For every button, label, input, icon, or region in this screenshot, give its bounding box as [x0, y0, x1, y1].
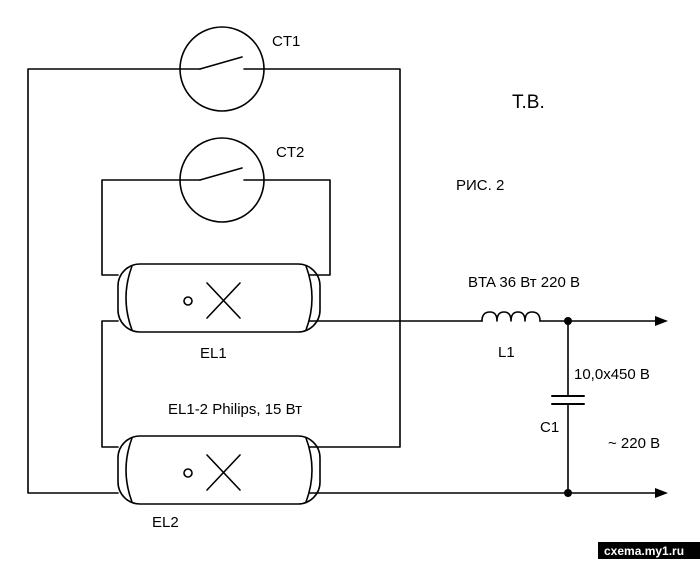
lamp-el1-symbol — [117, 263, 321, 333]
label-c1-value: 10,0x450 В — [574, 366, 650, 383]
wire-el1-el2-link — [101, 320, 119, 448]
label-ct2: CT2 — [276, 144, 304, 161]
starter-ct1-symbol — [179, 26, 265, 112]
wire-outer-loop — [27, 68, 401, 494]
wire-inner-loop — [101, 179, 331, 276]
label-c1: C1 — [540, 419, 559, 436]
label-el2: EL2 — [152, 514, 179, 531]
label-mains: ~ 220 В — [608, 435, 660, 452]
label-ballast-spec: BTA 36 Вт 220 В — [468, 274, 580, 291]
watermark-text: cxema.my1.ru — [604, 544, 684, 558]
capacitor-c1-symbol — [551, 395, 585, 405]
label-author: Т.В. — [512, 92, 545, 113]
inductor-l1-symbol — [481, 311, 541, 322]
output-arrow-bottom — [655, 488, 668, 498]
junction-dot-bottom — [564, 489, 572, 497]
label-ct1: CT1 — [272, 33, 300, 50]
label-el1: EL1 — [200, 345, 227, 362]
watermark: cxema.my1.ru — [598, 542, 700, 559]
starter-ct2-symbol — [179, 137, 265, 223]
output-arrow-top — [655, 316, 668, 326]
label-figure: РИС. 2 — [456, 177, 504, 194]
label-lamps-spec: EL1-2 Philips, 15 Вт — [168, 401, 302, 418]
label-l1: L1 — [498, 344, 515, 361]
junction-dot-top — [564, 317, 572, 325]
lamp-el2-symbol — [117, 435, 321, 505]
